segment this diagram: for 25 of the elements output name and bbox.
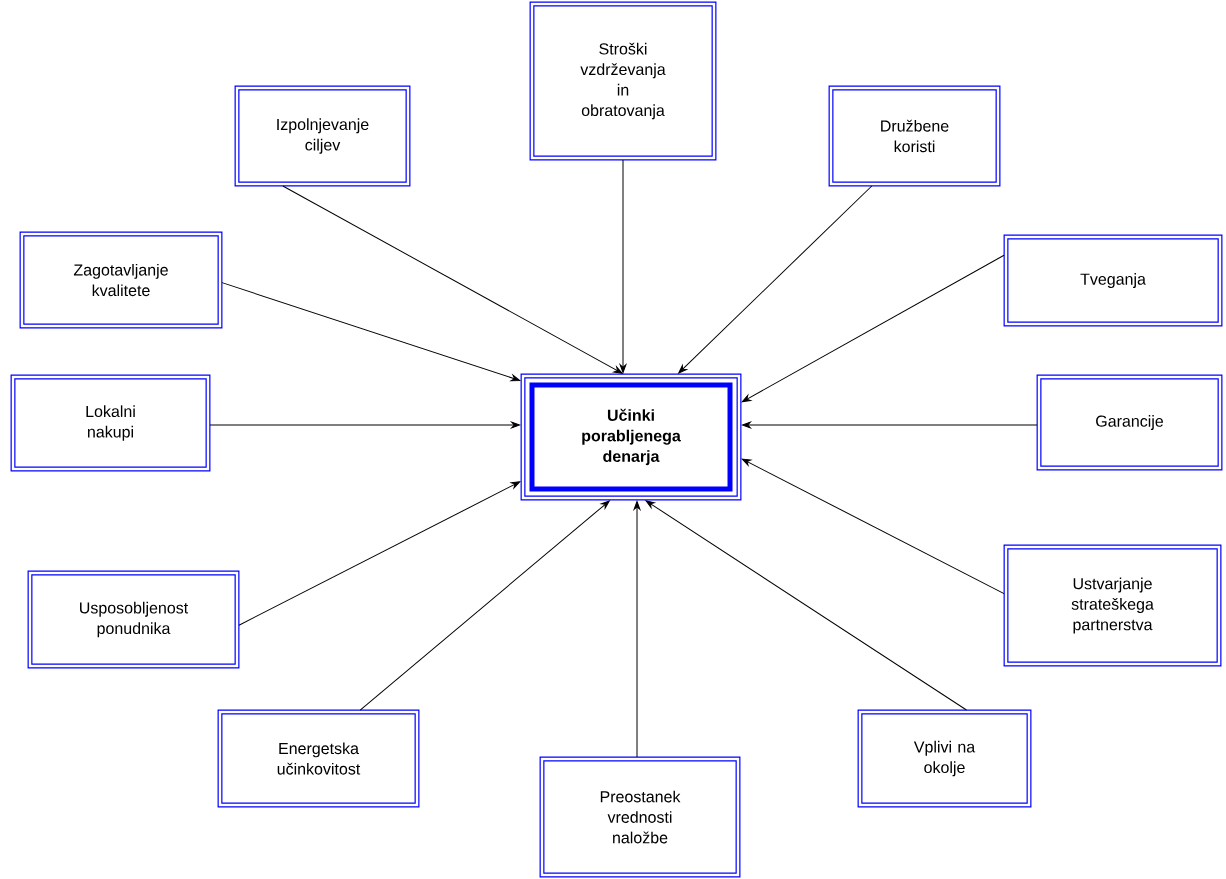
arrow: [221, 282, 521, 382]
arrow: [619, 159, 627, 374]
arrow: [633, 500, 641, 758]
factor-box: Garancije: [1036, 374, 1223, 471]
arrow: [741, 421, 1038, 429]
arrow: [741, 254, 1005, 403]
factor-box: Lokalni nakupi: [10, 374, 211, 472]
factor-box: Družbene koristi: [828, 85, 1001, 187]
arrow: [741, 458, 1005, 595]
factor-box: Tveganja: [1003, 234, 1223, 327]
arrow: [359, 500, 610, 711]
arrow: [238, 481, 521, 626]
arrow: [282, 185, 623, 374]
factor-box: Ustvarjanje strateškega partnerstva: [1003, 544, 1222, 667]
arrow: [678, 185, 873, 374]
arrow: [209, 421, 521, 429]
arrow: [645, 500, 967, 711]
factor-box: Energetska učinkovitost: [217, 709, 420, 808]
factor-box: Usposobljenost ponudnika: [27, 570, 240, 669]
factor-box: Zagotavljanje kvalitete: [19, 231, 223, 329]
center-box: Učinki porabljenega denarja: [520, 373, 742, 501]
factor-box: Vplivi na okolje: [857, 709, 1032, 808]
factor-box: Preostanek vrednosti naložbe: [539, 756, 741, 878]
factor-box: Izpolnjevanje ciljev: [234, 85, 411, 187]
factor-box: Stroški vzdrževanja in obratovanja: [529, 1, 717, 161]
